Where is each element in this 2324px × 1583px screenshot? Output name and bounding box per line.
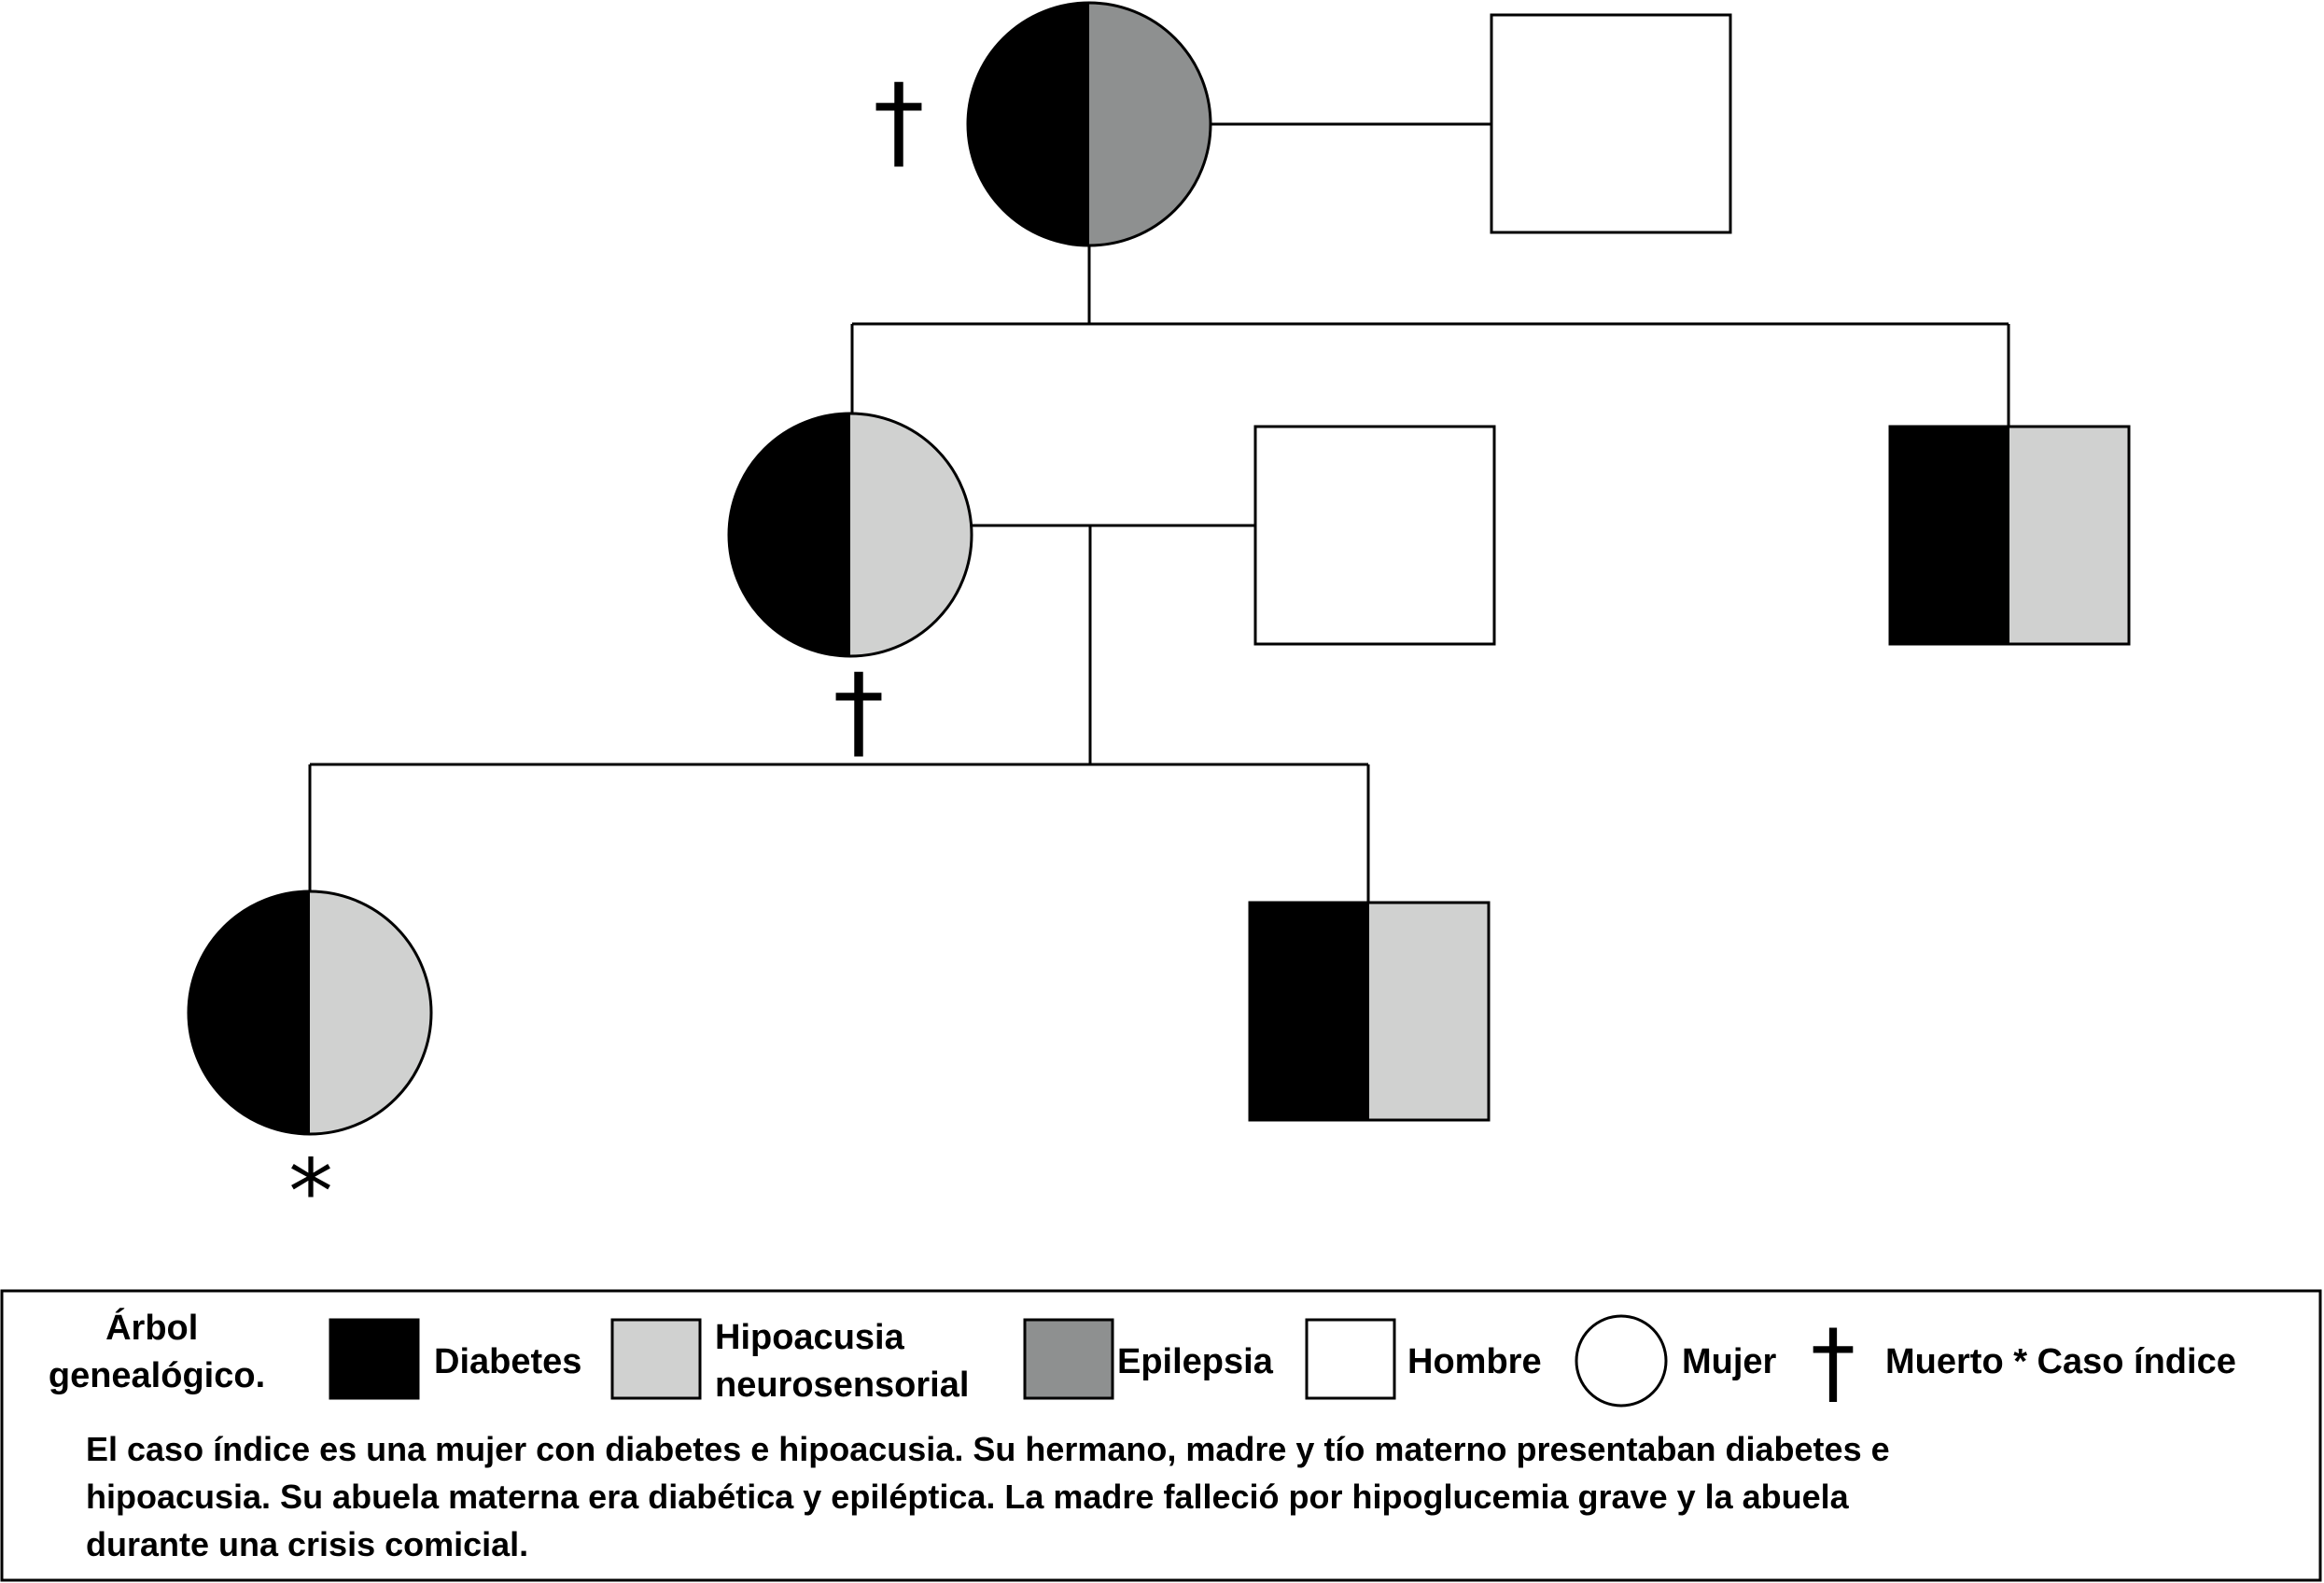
legend-diabetes-label: Diabetes [434,1342,581,1381]
grandmother-deceased-icon: † [874,62,925,181]
legend-description: El caso índice es una mujer con diabetes… [86,1430,1899,1563]
grandmother-diabetes-half [968,3,1089,245]
index-case-symbol [187,890,433,1136]
legend-muerto-caso-indice-label: Muerto * Caso índice [1885,1342,2236,1381]
legend-deceased-icon: † [1811,1310,1855,1415]
mother-deceased-icon: † [833,651,885,771]
brother-symbol [1248,901,1491,1122]
index-case-hipoacusia-half [310,891,431,1134]
legend: Árbol genealógico. Diabetes Hipoacusia n… [0,1289,2322,1582]
legend-hipoacusia-swatch [610,1318,702,1400]
uncle-diabetes-half [1890,427,2009,644]
mother-diabetes-half [729,413,850,656]
mother-hipoacusia-half [850,413,972,656]
grandmother-symbol [966,1,1212,247]
legend-mujer-label: Mujer [1682,1342,1777,1381]
legend-mujer-circle-icon [1575,1314,1668,1408]
legend-hombre-square-icon [1305,1318,1396,1400]
grandfather-symbol [1490,13,1732,234]
index-case-diabetes-half [189,891,310,1134]
uncle-hipoacusia-half [2009,427,2129,644]
pedigree-lines [308,122,2010,903]
legend-title: Árbol genealógico. [49,1307,265,1395]
grandmother-epilepsia-half [1089,3,1211,245]
uncle-symbol [1888,425,2131,646]
brother-diabetes-half [1250,903,1369,1120]
father-symbol [1253,425,1496,646]
legend-diabetes-swatch [329,1318,420,1400]
legend-epilepsia-label: Epilepsia [1117,1342,1274,1381]
legend-hombre-label: Hombre [1407,1342,1542,1381]
index-case-asterisk-icon: * [288,1142,333,1244]
brother-hipoacusia-half [1369,903,1489,1120]
legend-epilepsia-swatch [1023,1318,1114,1400]
mother-symbol [727,412,973,658]
legend-hipoacusia-label: Hipoacusia neurosensorial [715,1318,969,1405]
